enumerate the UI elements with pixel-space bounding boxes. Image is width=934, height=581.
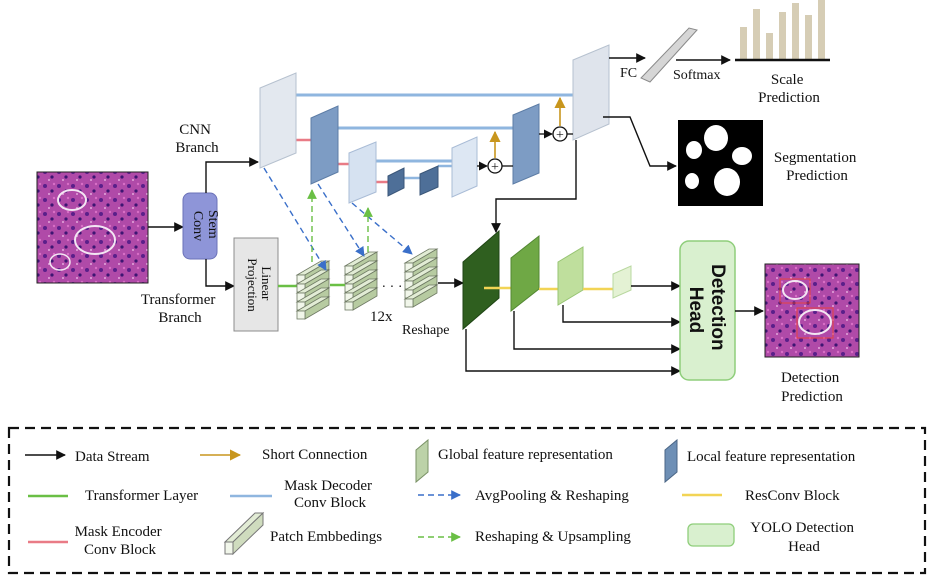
legend-yolo-head-icon (687, 523, 735, 547)
scale-bar-2 (753, 9, 760, 60)
legend-yolo-head-label: YOLO Detection Head (750, 520, 857, 555)
legend-upsampling-label: Reshaping & Upsampling (475, 529, 631, 545)
patch-embedding-slab-front (296, 310, 306, 320)
legend-transformer-layer-label: Transformer Layer (85, 488, 198, 504)
arrow-stem-to-cnn (205, 157, 259, 193)
legend-short-connection-label: Short Connection (262, 447, 368, 463)
arrow-to-segmentation (603, 116, 677, 171)
global-feature-3 (557, 246, 584, 306)
legend-global-feature-icon (415, 438, 429, 484)
bottleneck-feature-2 (419, 165, 439, 196)
linear-projection-block: Linear Projection (233, 237, 279, 332)
svg-text:+: + (491, 160, 499, 175)
input-histology-image (36, 171, 149, 284)
legend-box (7, 426, 927, 575)
fc-label: FC (620, 66, 637, 81)
transformer-branch-label: Transformer Branch (141, 292, 219, 326)
legend-local-feature-label: Local feature representation (687, 449, 856, 465)
encoder-feature-1 (259, 72, 297, 169)
svg-text:+: + (556, 128, 564, 143)
arrow-decoder-to-detection (491, 140, 577, 233)
legend-avgpooling-label: AvgPooling & Reshaping (475, 488, 629, 504)
cnn-branch-label: CNN Branch (175, 122, 219, 156)
segmentation-prediction-label: Segmentation Prediction (774, 150, 860, 184)
arrow-feature1-to-head (465, 329, 681, 376)
legend-mask-encoder-label: Mask Encoder Conv Block (75, 524, 166, 558)
decoder-feature-3 (451, 136, 478, 198)
encoder-feature-3 (348, 141, 377, 204)
detection-head-label: Detection Head (685, 264, 728, 356)
global-feature-4 (612, 265, 632, 299)
patch-embedding-slab-front (404, 298, 414, 308)
legend-global-feature-label: Global feature representation (438, 447, 613, 463)
patch-embeddings-3 (403, 248, 439, 308)
bottleneck-feature-1 (387, 167, 405, 197)
segmentation-mask (678, 120, 763, 206)
arrow-feature3-to-head (562, 305, 681, 327)
legend-mask-decoder-label: Mask Decoder Conv Block (284, 478, 376, 511)
scale-bar-5 (792, 3, 799, 60)
patch-embedding-slab-front (344, 301, 354, 311)
reshape-label: Reshape (402, 323, 449, 338)
repeat-count-label: 12x (370, 309, 393, 325)
add-node-1: + (487, 158, 503, 175)
detection-head: Detection Head (679, 240, 736, 381)
add-node-2: + (552, 126, 568, 143)
scale-bar-7 (818, 0, 825, 60)
legend-patch-embeddings-label: Patch Embbedings (270, 529, 382, 545)
global-feature-1 (462, 229, 500, 331)
detection-prediction-label: Detection Prediction (781, 370, 843, 405)
global-feature-2 (510, 234, 540, 313)
avgpool-arrow-3 (351, 202, 413, 255)
decoder-feature-2 (512, 103, 540, 185)
stem-conv-label: Stem Conv (190, 210, 220, 242)
stem-conv-block: Stem Conv (182, 192, 220, 260)
linear-projection-label: Linear Projection (245, 258, 274, 312)
legend-patch-embeddings-icon (223, 511, 265, 556)
scale-bar-6 (805, 15, 812, 60)
scale-bar-3 (766, 33, 773, 60)
scale-histogram (735, 0, 830, 62)
decoder-feature-1 (572, 44, 610, 141)
patch-embeddings-2 (343, 251, 379, 311)
encoder-feature-2 (310, 105, 339, 185)
scale-bar-1 (740, 27, 747, 60)
softmax-label: Softmax (673, 68, 720, 83)
scale-bar-4 (779, 12, 786, 60)
legend-resconv-label: ResConv Block (745, 488, 840, 504)
arrow-stem-to-transformer (205, 259, 235, 291)
detection-output-image (764, 263, 860, 358)
legend-local-feature-icon (664, 438, 678, 484)
patch-embeddings-1 (295, 260, 331, 320)
legend-data-stream-label: Data Stream (75, 449, 150, 465)
ellipsis-label: · · · (382, 280, 403, 295)
arrow-feature2-to-head (513, 311, 681, 354)
scale-prediction-label: Scale Prediction (758, 72, 820, 106)
avgpool-arrow-2 (317, 183, 365, 257)
fc-layer (640, 27, 698, 83)
